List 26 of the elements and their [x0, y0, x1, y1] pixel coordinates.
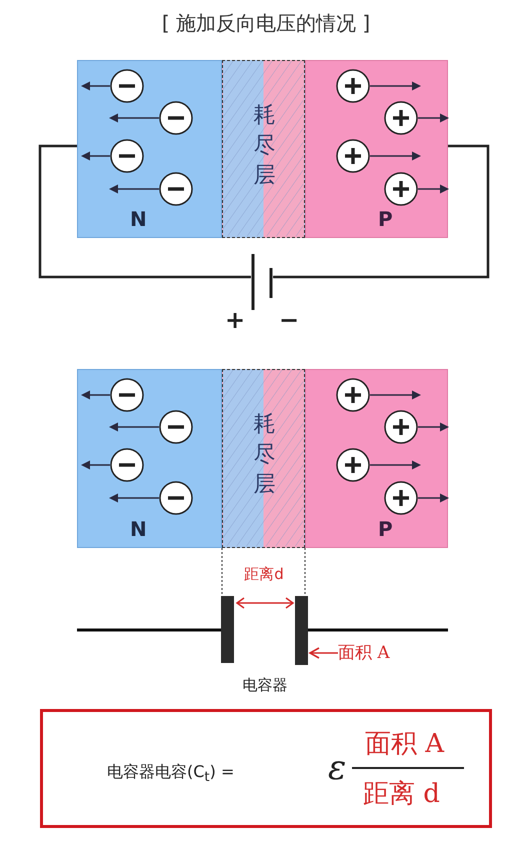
formula-text: 电容器电容(C$_{t}$) = [107, 762, 234, 786]
region-label: P [378, 517, 393, 541]
region-label: P [378, 207, 393, 231]
numerator: 面积 A [365, 728, 444, 761]
region-label: N [130, 517, 147, 541]
denominator: 距离 d [363, 778, 440, 811]
polarity-sign: − [279, 306, 300, 334]
depletion-layer-box [222, 369, 305, 548]
epsilon-symbol: ε [328, 748, 346, 788]
n-region-box [77, 60, 222, 238]
capacitor-label: 电容器 [242, 676, 288, 695]
depletion-layer-label: 耗尽层 [252, 411, 276, 499]
wire [38, 144, 251, 278]
wire [273, 144, 490, 278]
formula-box [40, 709, 492, 828]
p-region-box [305, 369, 448, 548]
depletion-layer-label: 耗尽层 [252, 102, 276, 190]
n-region-box [77, 369, 222, 548]
p-region-box [305, 60, 448, 238]
distance-label: 距离d [243, 565, 285, 584]
region-label: N [130, 207, 147, 231]
leader-arrow [309, 647, 338, 659]
title: [ 施加反向电压的情况 ] [160, 10, 372, 37]
depletion-layer-box [222, 60, 305, 238]
area-label: 面积 A [338, 640, 422, 666]
polarity-sign: + [225, 306, 246, 334]
